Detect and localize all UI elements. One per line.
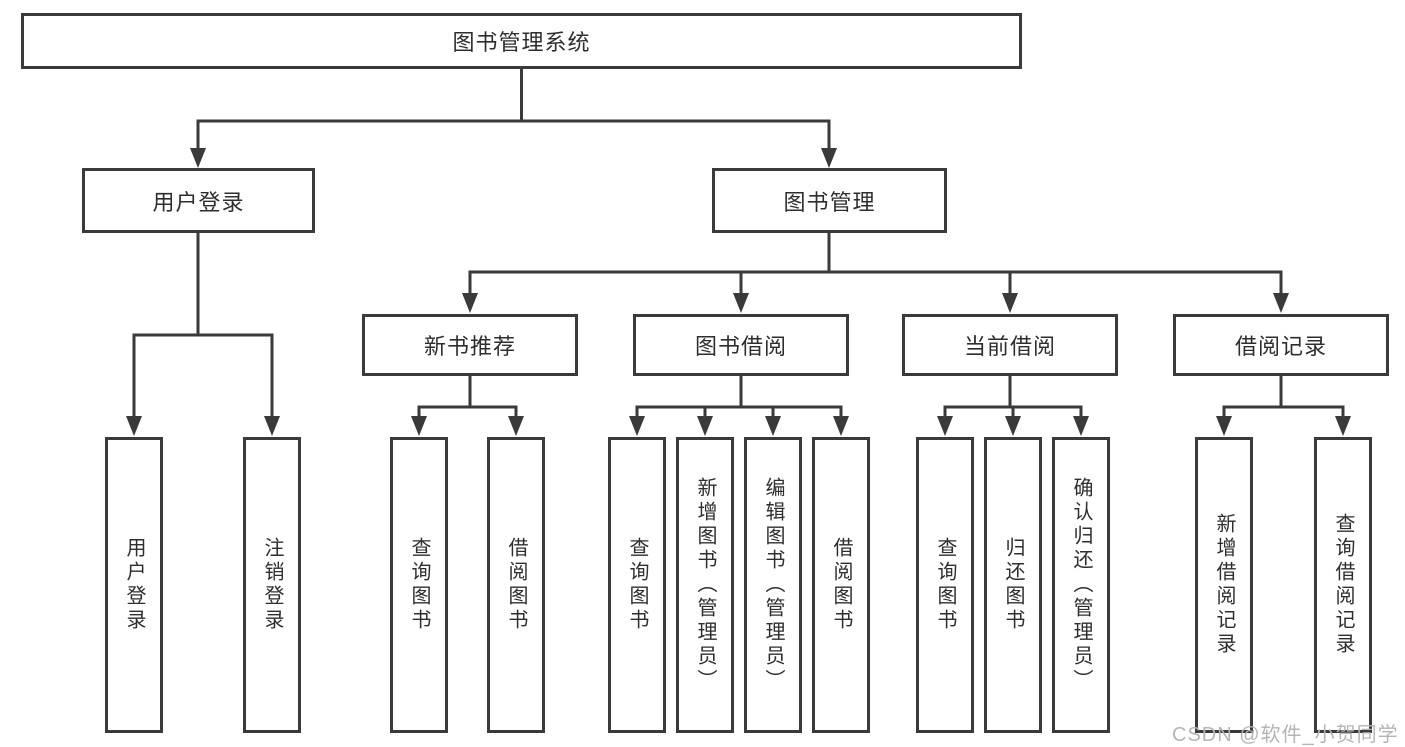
- arrow-down-icon: [629, 416, 645, 436]
- leaf-borrow-books-recommend: 借阅图书: [487, 437, 545, 733]
- leaf-label: 新增图书（管理员）: [694, 477, 716, 693]
- leaf-label: 查询图书: [934, 537, 956, 633]
- node-label: 图书管理系统: [452, 30, 591, 55]
- leaf-user-login: 用户登录: [105, 437, 163, 733]
- edge-root-to-level2: [196, 67, 831, 153]
- arrow-down-icon: [1273, 293, 1289, 313]
- watermark: CSDN @软件_小贺同学: [1172, 724, 1399, 746]
- node-label: 借阅记录: [1234, 334, 1327, 359]
- leaf-label: 查询图书: [408, 537, 430, 633]
- arrow-down-icon: [190, 148, 206, 168]
- leaf-logout: 注销登录: [243, 437, 301, 733]
- arrow-down-icon: [462, 293, 478, 313]
- node-root-system: 图书管理系统: [21, 13, 1022, 69]
- leaf-label: 借阅图书: [505, 537, 527, 633]
- node-label: 用户登录: [152, 189, 245, 215]
- leaf-label: 借阅图书: [830, 537, 852, 633]
- node-new-book-recommend: 新书推荐: [362, 314, 578, 376]
- arrow-down-icon: [1073, 416, 1089, 436]
- node-label: 图书借阅: [694, 334, 787, 359]
- node-user-login: 用户登录: [82, 168, 315, 233]
- leaf-label: 查询图书: [626, 537, 648, 633]
- leaf-confirm-return-admin: 确认归还（管理员）: [1052, 437, 1110, 733]
- node-label: 当前借阅: [963, 334, 1056, 359]
- leaf-add-borrow-record: 新增借阅记录: [1195, 437, 1253, 733]
- arrow-down-icon: [264, 416, 280, 436]
- arrow-down-icon: [411, 416, 427, 436]
- leaf-query-books-recommend: 查询图书: [390, 437, 448, 733]
- leaf-add-books-admin: 新增图书（管理员）: [676, 437, 734, 733]
- leaf-label: 用户登录: [123, 537, 145, 633]
- arrow-down-icon: [937, 416, 953, 436]
- edge-new-book-recommend-to-leaves: [417, 374, 518, 421]
- arrow-down-icon: [1216, 416, 1232, 436]
- leaf-label: 归还图书: [1002, 537, 1024, 633]
- leaf-query-borrow-record: 查询借阅记录: [1314, 437, 1372, 733]
- edge-user-login-to-leaves: [132, 231, 274, 421]
- edge-current-borrow-to-leaves: [943, 374, 1083, 421]
- leaf-edit-books-admin: 编辑图书（管理员）: [744, 437, 802, 733]
- leaf-query-books-borrow: 查询图书: [608, 437, 666, 733]
- arrow-down-icon: [697, 416, 713, 436]
- arrow-down-icon: [126, 416, 142, 436]
- edge-book-management-to-level3: [468, 231, 1283, 298]
- leaf-label: 新增借阅记录: [1213, 513, 1235, 657]
- arrow-down-icon: [508, 416, 524, 436]
- leaf-label: 注销登录: [261, 537, 283, 633]
- arrowheads: [126, 148, 1351, 436]
- leaf-query-books-current: 查询图书: [916, 437, 974, 733]
- leaf-return-books: 归还图书: [984, 437, 1042, 733]
- arrow-down-icon: [1002, 293, 1018, 313]
- node-book-borrow: 图书借阅: [633, 314, 849, 376]
- leaf-borrow-books: 借阅图书: [812, 437, 870, 733]
- arrow-down-icon: [733, 293, 749, 313]
- arrow-down-icon: [1335, 416, 1351, 436]
- node-label: 图书管理: [783, 189, 876, 215]
- node-book-management: 图书管理: [712, 168, 947, 233]
- arrow-down-icon: [821, 148, 837, 168]
- leaf-label: 查询借阅记录: [1332, 513, 1354, 657]
- edge-book-borrow-to-leaves: [635, 374, 843, 421]
- leaf-label: 确认归还（管理员）: [1070, 477, 1092, 693]
- node-borrow-records: 借阅记录: [1173, 314, 1389, 376]
- leaf-label: 编辑图书（管理员）: [762, 477, 784, 693]
- edge-borrow-records-to-leaves: [1222, 374, 1345, 421]
- arrow-down-icon: [833, 416, 849, 436]
- node-label: 新书推荐: [423, 334, 516, 359]
- arrow-down-icon: [1005, 416, 1021, 436]
- arrow-down-icon: [765, 416, 781, 436]
- node-current-borrow: 当前借阅: [902, 314, 1118, 376]
